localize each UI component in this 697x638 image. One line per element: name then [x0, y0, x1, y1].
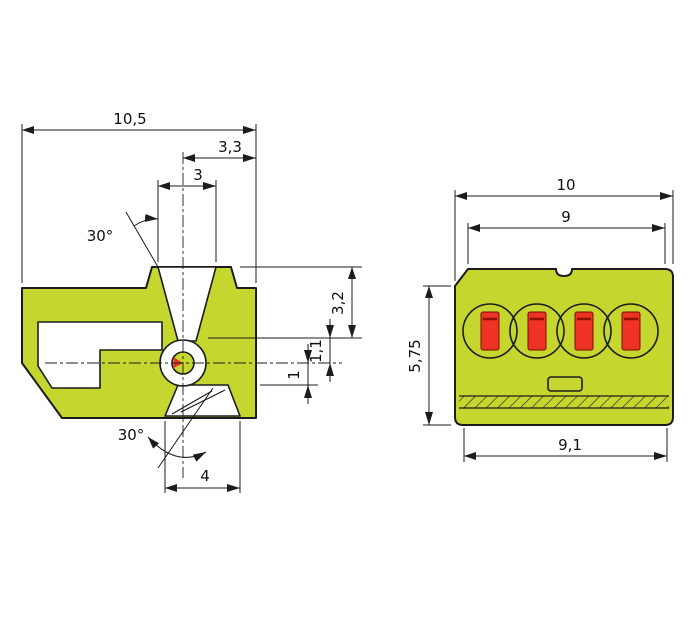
dim-side-overall-width: 10,5 — [21, 110, 257, 283]
dim-side-lower-offset: 1 — [260, 344, 318, 404]
dim-label-side-entry-width: 3 — [193, 166, 203, 184]
front-view-body — [454, 268, 674, 426]
dim-side-edge-offset: 3,3 — [183, 138, 256, 162]
dim-label-side-axis-offset: 1,1 — [307, 339, 325, 363]
dim-label-side-lower-offset: 1 — [285, 370, 303, 380]
dim-side-entry-width: 3 — [157, 166, 217, 262]
mounting-hatch — [459, 396, 669, 408]
push-button-2 — [527, 311, 547, 351]
button-port-2 — [509, 303, 565, 359]
button-port-1 — [462, 303, 518, 359]
release-cavity — [164, 384, 241, 417]
push-button-1 — [480, 311, 500, 351]
push-button-3 — [574, 311, 594, 351]
dim-front-overall-width: 10 — [454, 176, 674, 281]
dim-label-side-edge-offset: 3,3 — [218, 138, 242, 156]
dim-label-front-base-width: 9,1 — [558, 436, 582, 454]
dim-side-entry-angle: 30° — [87, 211, 159, 268]
dim-front-inner-width: 9 — [467, 208, 666, 264]
dim-label-side-depth: 3,2 — [329, 291, 347, 315]
dim-front-height: 5,75 — [406, 285, 451, 426]
dim-front-base-width: 9,1 — [463, 428, 668, 462]
angle-reference-line — [125, 211, 159, 268]
dim-side-opening-width: 4 — [164, 421, 241, 493]
dim-label-side-entry-angle: 30° — [87, 227, 114, 245]
dim-side-release-angle: 30° — [118, 387, 214, 469]
dim-side-depth: 3,2 — [208, 266, 362, 339]
dim-label-front-height: 5,75 — [406, 339, 424, 372]
spring-contact-line — [180, 389, 226, 413]
angle-arc — [133, 213, 159, 227]
side-view — [21, 152, 342, 478]
button-port-4 — [603, 303, 659, 359]
wire-entry-funnel — [157, 266, 217, 342]
dim-label-side-release-angle: 30° — [118, 426, 145, 444]
button-port-3 — [556, 303, 612, 359]
spring-contact-line — [171, 390, 213, 415]
dim-label-front-overall-width: 10 — [556, 176, 575, 194]
dim-label-side-overall-width: 10,5 — [113, 110, 146, 128]
front-view — [454, 268, 674, 426]
dim-label-side-opening-width: 4 — [200, 467, 210, 485]
clamp-cavity — [37, 321, 163, 389]
latch — [547, 376, 583, 392]
push-button-4 — [621, 311, 641, 351]
dim-label-front-inner-width: 9 — [561, 208, 571, 226]
angle-arc — [147, 436, 207, 462]
